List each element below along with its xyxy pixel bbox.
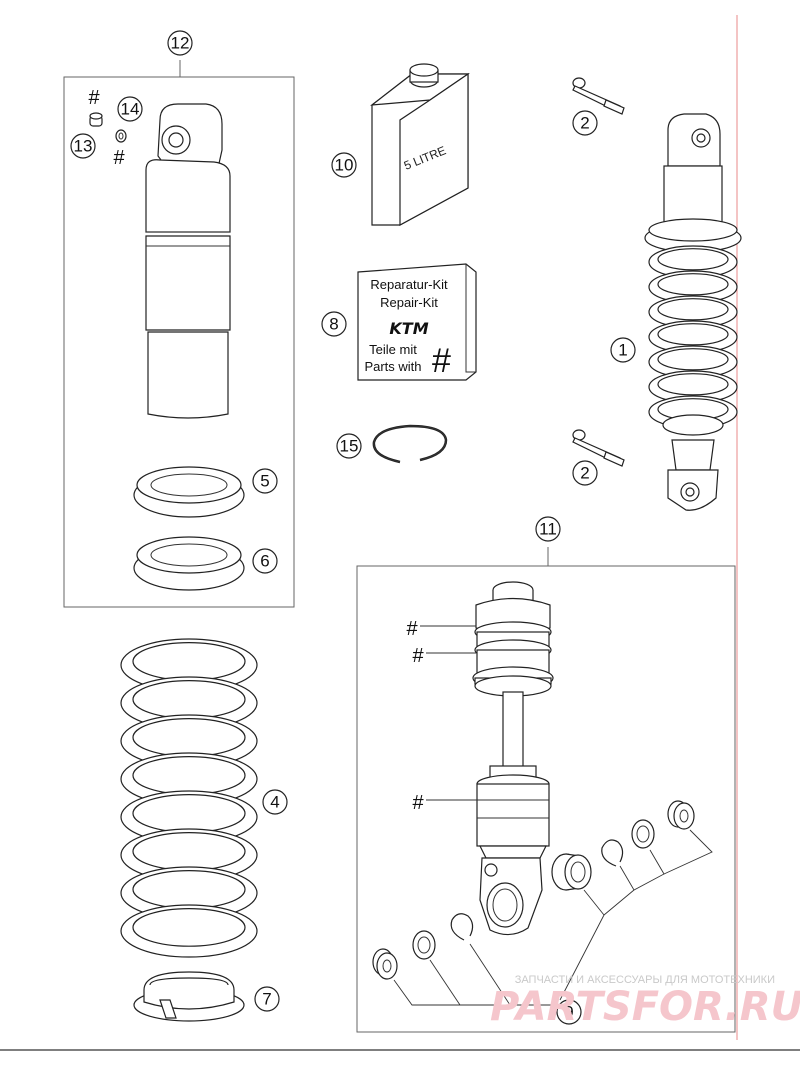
- callout-2-top: 2: [572, 110, 598, 136]
- callout-9: 9: [556, 999, 582, 1025]
- svg-text:6: 6: [260, 552, 269, 571]
- callout-2-bottom: 2: [572, 460, 598, 486]
- spring-4-coil-inner: [132, 908, 246, 947]
- shock-1-spring-coil-inner: [657, 298, 729, 321]
- shock-1-spring-coil-inner: [657, 323, 729, 346]
- o-ring-part-14: [115, 129, 127, 143]
- repair-kit-line2: Repair-Kit: [380, 295, 438, 310]
- svg-text:1: 1: [618, 341, 627, 360]
- spring-4-coil-inner: [132, 680, 246, 719]
- svg-text:2: 2: [580, 114, 589, 133]
- pin-part-13: [89, 112, 103, 127]
- repair-kit-8: Reparatur-Kit Repair-Kit KTM Teile mit P…: [357, 263, 477, 381]
- ktm-logo: KTM: [389, 319, 428, 338]
- damper-body-12: [145, 103, 231, 419]
- shock-1-spring-coil-inner: [657, 273, 729, 296]
- svg-text:15: 15: [340, 437, 359, 456]
- bushing-9a: [372, 948, 398, 980]
- watermark-tagline: ЗАПЧАСТИ И АКСЕССУАРЫ ДЛЯ МОТОТЕХНИКИ: [515, 974, 775, 986]
- callout-4: 4: [262, 789, 288, 815]
- svg-text:10: 10: [335, 156, 354, 175]
- circlip-9c: [450, 913, 474, 941]
- svg-text:12: 12: [171, 34, 190, 53]
- hash-mark-11a: #: [406, 618, 418, 640]
- bearing-9d: [551, 853, 592, 891]
- repair-kit-line4: Parts with: [364, 359, 421, 374]
- circlip-9e: [601, 839, 624, 867]
- callout-1: 1: [610, 337, 636, 363]
- lock-ring-6: [133, 536, 245, 591]
- callout-15: 15: [336, 433, 362, 459]
- hash-mark-14: #: [113, 147, 125, 169]
- repair-kit-line1: Reparatur-Kit: [370, 277, 448, 292]
- callout-5: 5: [252, 468, 278, 494]
- group-12-box: [63, 60, 295, 608]
- hash-mark-11b: #: [412, 645, 424, 667]
- hash-mark-11c: #: [412, 792, 424, 814]
- callout-8: 8: [321, 311, 347, 337]
- callout-6: 6: [252, 548, 278, 574]
- callout-7: 7: [254, 986, 280, 1012]
- shock-1-spring-coil-inner: [657, 248, 729, 271]
- svg-text:4: 4: [270, 793, 279, 812]
- svg-text:2: 2: [580, 464, 589, 483]
- repair-kit-line3: Teile mit: [369, 342, 417, 357]
- spring-4-coil-inner: [132, 718, 246, 757]
- spring-retainer-7: [133, 971, 245, 1022]
- callout-11: 11: [535, 516, 561, 542]
- callout-12: 12: [167, 30, 193, 56]
- svg-text:5: 5: [260, 472, 269, 491]
- spring-4-coil-inner: [132, 756, 246, 795]
- svg-text:14: 14: [121, 100, 140, 119]
- washer-9b: [412, 930, 436, 960]
- shock-1-spring: [648, 245, 738, 436]
- svg-text:9: 9: [564, 1003, 573, 1022]
- svg-text:8: 8: [329, 315, 338, 334]
- shock-1-spring-seat: [662, 414, 724, 436]
- circlip-15: [372, 424, 448, 464]
- repair-kit-hash: #: [432, 342, 451, 380]
- shock-1-spring-coil-inner: [657, 348, 729, 371]
- callout-13: 13: [70, 133, 96, 159]
- group-11-box: [356, 547, 736, 1033]
- spring-4-coil-inner: [132, 794, 246, 833]
- callout-10: 10: [331, 152, 357, 178]
- bolt-2-top: [572, 77, 625, 115]
- bolt-2-bottom: [572, 429, 625, 467]
- spring-4-coil-inner: [132, 832, 246, 871]
- spring-4-coil-inner: [132, 870, 246, 909]
- svg-text:13: 13: [74, 137, 93, 156]
- bushing-9g: [667, 800, 695, 830]
- adjuster-ring-5: [133, 466, 245, 518]
- damper-cartridge-11: [472, 581, 554, 936]
- svg-text:11: 11: [539, 520, 557, 539]
- bearing-kit-9: [372, 800, 713, 1008]
- hash-mark-13: #: [88, 87, 100, 109]
- spring-4-coil-inner: [132, 642, 246, 681]
- shock-absorber-1: [644, 113, 742, 511]
- spring-4: [120, 638, 258, 958]
- svg-text:7: 7: [262, 990, 271, 1009]
- washer-9f: [631, 819, 655, 849]
- oil-can-10: 5 LITRE: [370, 63, 470, 227]
- watermark-logo: PARTSFOR.RU: [490, 984, 800, 1030]
- callout-14: 14: [117, 96, 143, 122]
- shock-1-spring-coil-inner: [657, 373, 729, 396]
